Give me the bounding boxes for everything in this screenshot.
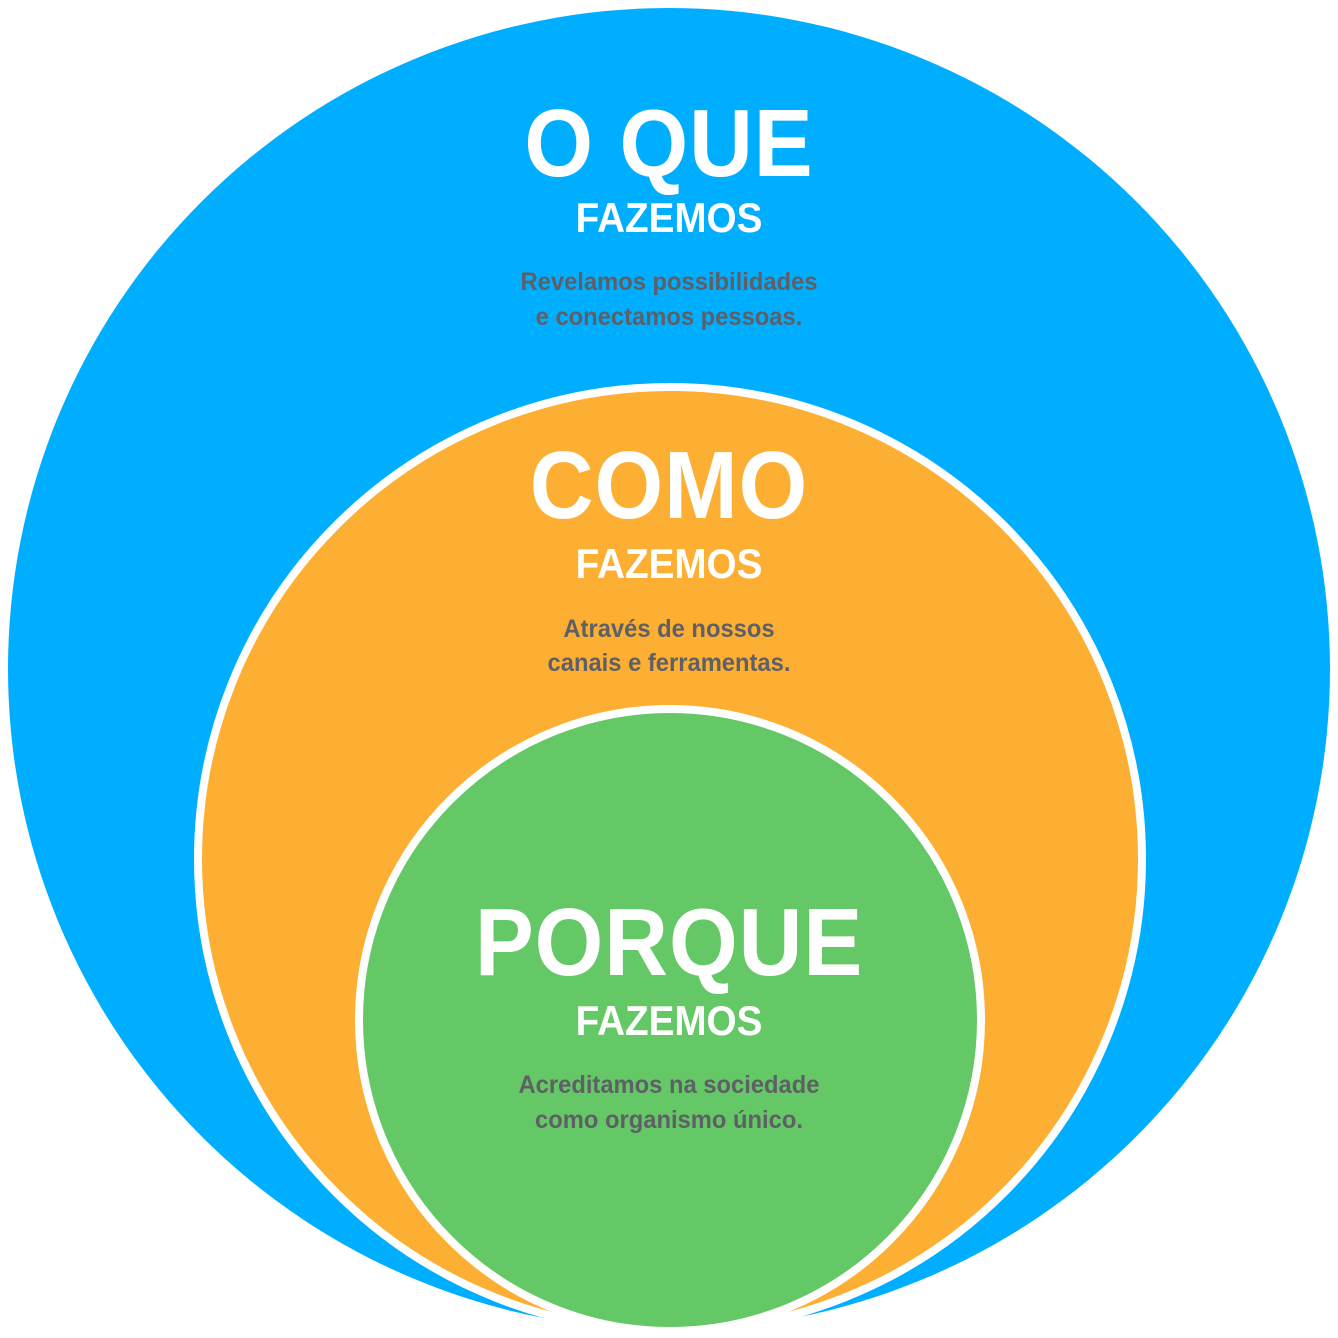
how-title: COMO	[529, 432, 809, 539]
why-title: PORQUE	[474, 889, 864, 996]
what-subtitle: FAZEMOS	[575, 194, 763, 241]
why-subtitle: FAZEMOS	[575, 997, 763, 1044]
what-line-1: Revelamos possibilidades	[520, 268, 818, 296]
why-circle	[355, 705, 985, 1335]
how-line-2: canais e ferramentas.	[547, 649, 791, 677]
how-subtitle: FAZEMOS	[575, 540, 763, 587]
what-line-2: e conectamos pessoas.	[535, 303, 803, 331]
why-line-1: Acreditamos na sociedade	[518, 1071, 820, 1099]
what-title: O QUE	[524, 90, 814, 197]
how-line-1: Através de nossos	[563, 615, 775, 643]
why-line-2: como organismo único.	[535, 1106, 803, 1134]
